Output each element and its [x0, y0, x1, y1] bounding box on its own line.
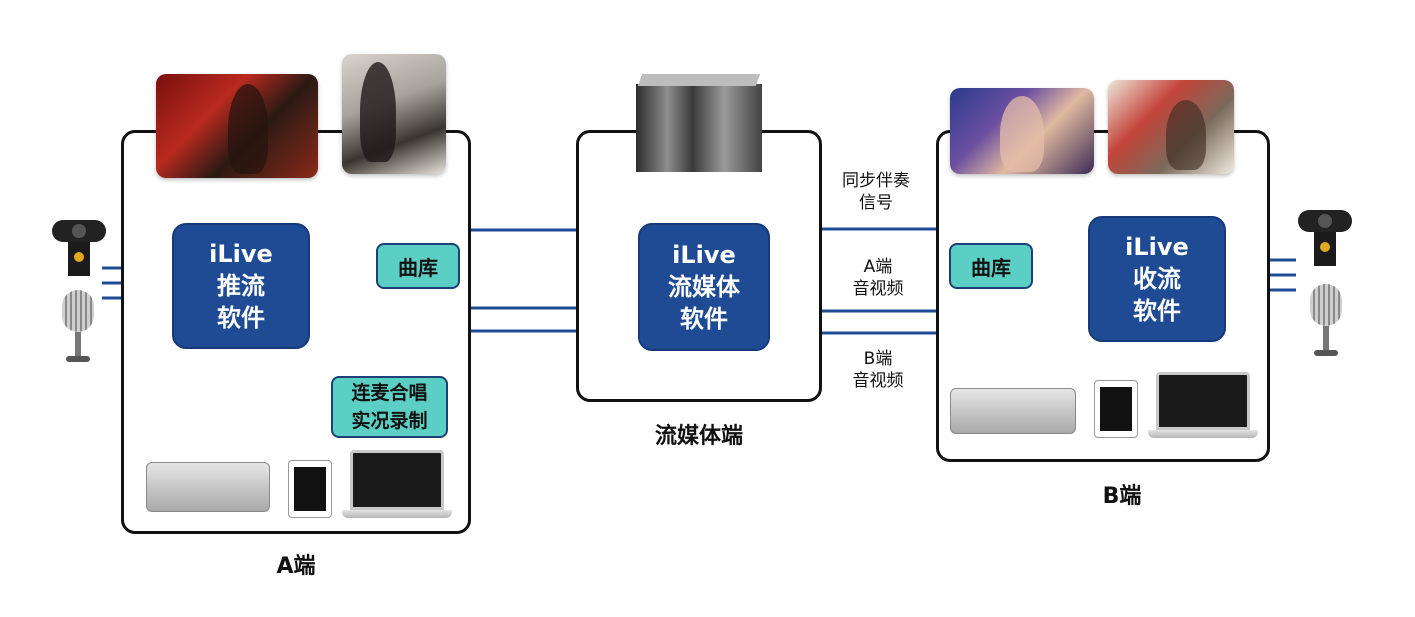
b-song-library-label: 曲库 [971, 255, 1011, 280]
b-song-library: 曲库 [949, 243, 1033, 289]
a-photo-singer [156, 74, 318, 178]
b-photo-musicians [1108, 80, 1234, 174]
a-record-line-1: 连麦合唱 [351, 382, 428, 404]
note-sync-line-2: 信号 [859, 193, 893, 213]
encoder-box-icon [146, 462, 270, 512]
note-a-av-line-1: A端 [863, 257, 893, 277]
media-core-line-2: 流媒体 [668, 273, 740, 301]
note-a-av-line-2: 音视频 [852, 279, 904, 299]
a-core-line-2: 推流 [217, 272, 265, 300]
note-b-av-line-1: B端 [863, 349, 893, 369]
media-core-line-1: iLive [672, 241, 736, 269]
b-core-line-2: 收流 [1133, 265, 1181, 293]
caption-media-side: 流媒体端 [654, 424, 743, 449]
caption-b-side: B端 [1102, 484, 1142, 509]
b-receive-software: iLive 收流 软件 [1088, 216, 1226, 342]
b-photo-singer [950, 88, 1094, 174]
note-sync-line-1: 同步伴奏 [842, 171, 910, 191]
note-a-av: A端 音视频 [830, 256, 926, 300]
tablet-icon [1094, 380, 1138, 438]
server-rack-icon [636, 74, 762, 172]
note-sync-signal: 同步伴奏 信号 [826, 170, 926, 214]
webcam-icon [1298, 210, 1352, 268]
b-core-line-3: 软件 [1133, 297, 1181, 325]
webcam-icon [52, 220, 106, 278]
a-push-software: iLive 推流 软件 [172, 223, 310, 349]
laptop-icon [342, 450, 452, 518]
tablet-icon [288, 460, 332, 518]
media-core-line-3: 软件 [680, 305, 728, 333]
microphone-icon [1304, 284, 1348, 358]
a-core-line-3: 软件 [217, 304, 265, 332]
encoder-box-icon [950, 388, 1076, 434]
a-song-library: 曲库 [376, 243, 460, 289]
a-record-line-2: 实况录制 [351, 410, 428, 432]
b-core-line-1: iLive [1125, 233, 1189, 261]
media-streaming-software: iLive 流媒体 软件 [638, 223, 770, 351]
a-song-library-label: 曲库 [398, 255, 438, 280]
note-b-av: B端 音视频 [830, 348, 926, 392]
laptop-icon [1148, 372, 1258, 438]
caption-a-side: A端 [276, 554, 316, 579]
a-photo-pianist [342, 54, 446, 174]
a-live-record: 连麦合唱 实况录制 [331, 376, 448, 438]
a-core-line-1: iLive [209, 240, 273, 268]
microphone-icon [56, 290, 100, 364]
note-b-av-line-2: 音视频 [852, 371, 904, 391]
